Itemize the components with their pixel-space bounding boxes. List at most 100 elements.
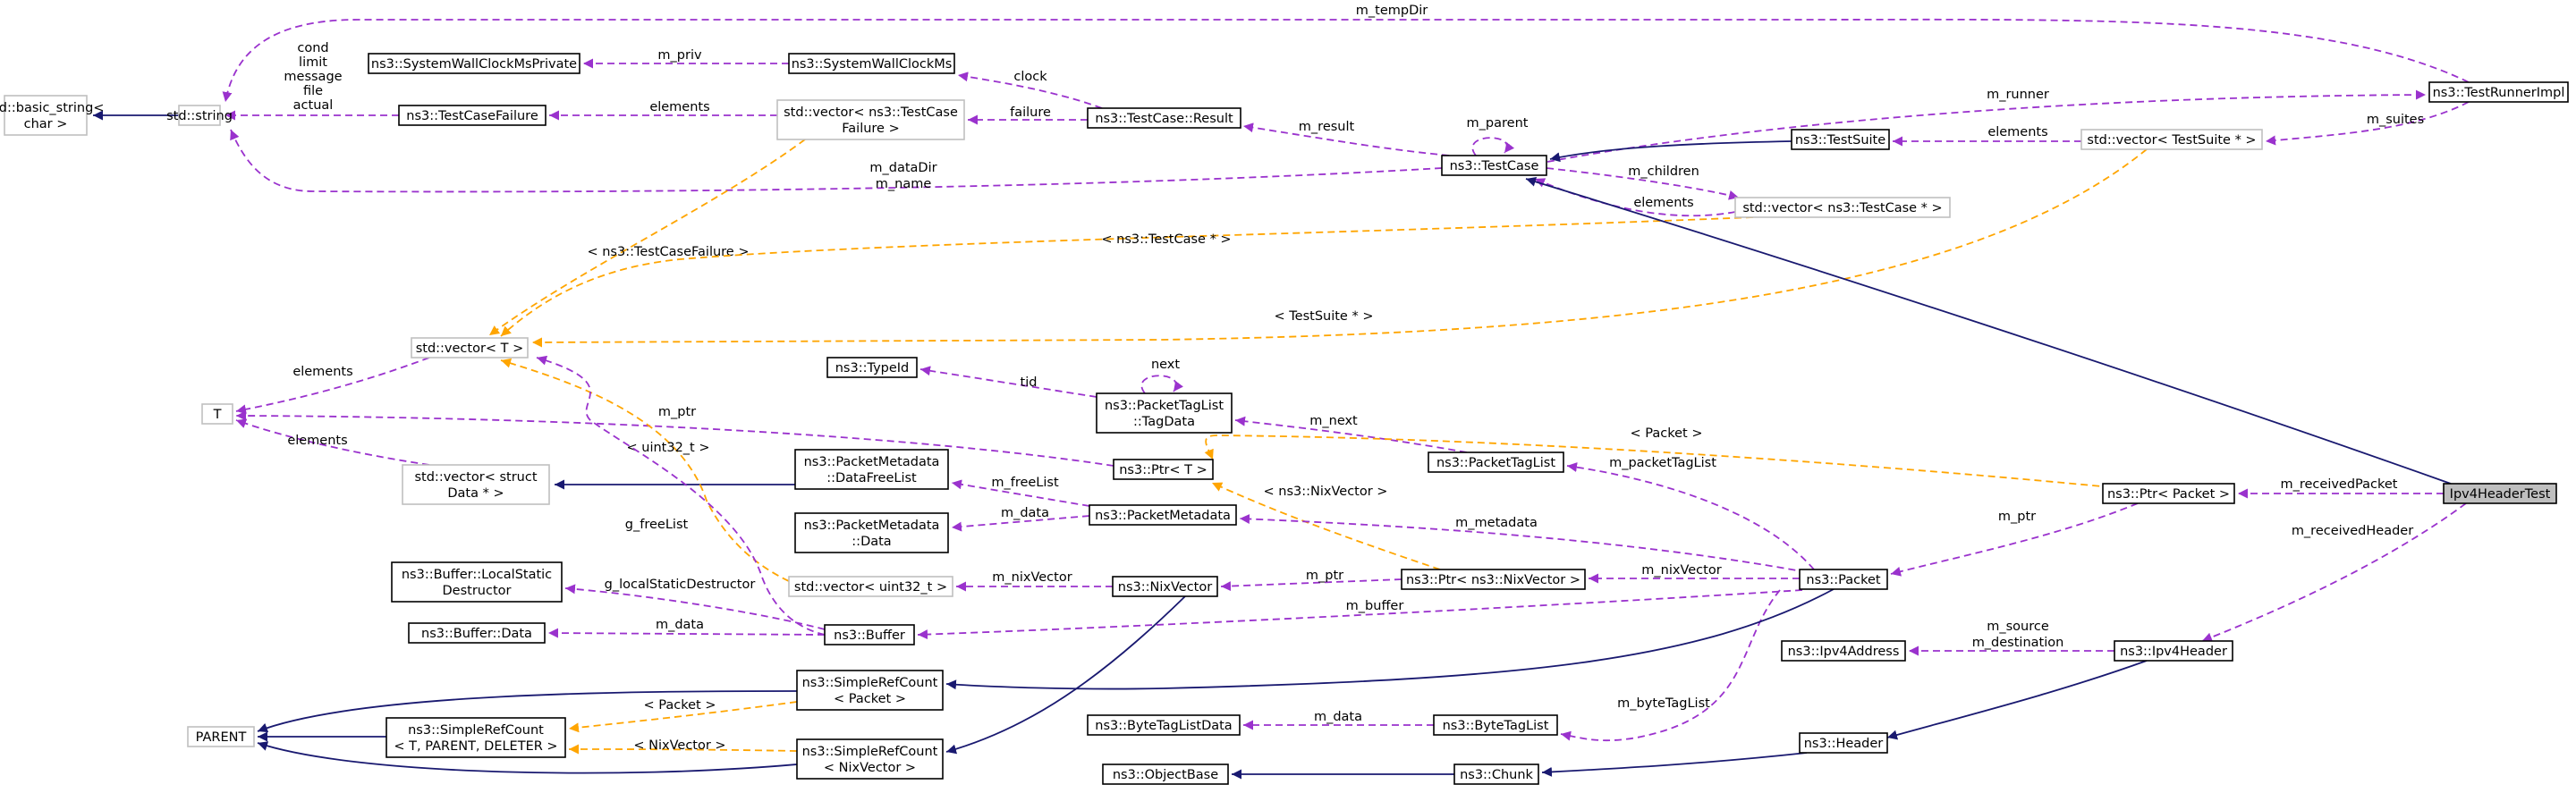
node-parent[interactable]: PARENT <box>187 726 255 747</box>
node-packet[interactable]: ns3::Packet <box>1799 569 1888 590</box>
node-testsuite[interactable]: ns3::TestSuite <box>1791 129 1890 150</box>
node-box <box>1799 569 1888 590</box>
edge-line <box>1204 434 2112 488</box>
node-box <box>201 403 233 425</box>
edge-label: elements <box>649 100 709 114</box>
node-btld[interactable]: ns3::ByteTagListData <box>1087 714 1241 736</box>
node-label: ns3::PacketTagList <box>1436 456 1555 470</box>
node-label: ns3::ByteTagList <box>1443 719 1549 733</box>
node-label: ns3::PacketMetadata <box>804 455 940 469</box>
edge-label: m_freeList <box>991 476 1059 490</box>
node-pm[interactable]: ns3::PacketMetadata <box>1089 504 1237 526</box>
node-label: std::vector< ns3::TestCase * > <box>1742 201 1942 215</box>
node-vec_u32[interactable]: std::vector< uint32_t > <box>788 576 953 597</box>
node-pm_dfl[interactable]: ns3::PacketMetadata::DataFreeList <box>794 449 949 490</box>
node-box <box>776 99 965 140</box>
edge-line <box>1140 375 1183 394</box>
node-ipv4addr[interactable]: ns3::Ipv4Address <box>1781 640 1906 662</box>
node-ptr_packet[interactable]: ns3::Ptr< Packet > <box>2102 483 2235 504</box>
node-label: ns3::SimpleRefCount <box>802 745 938 759</box>
edge-ptr_packet-to-ptr_t: < Packet > <box>1204 426 2112 488</box>
edge-label: actual <box>293 98 334 113</box>
node-pm_data[interactable]: ns3::PacketMetadata::Data <box>794 512 949 553</box>
node-src_t[interactable]: ns3::SimpleRefCount< T, PARENT, DELETER … <box>386 717 566 758</box>
edge-vec_ts-to-vec_t: < TestSuite * > <box>531 148 2148 348</box>
edge-result-to-swc: clock <box>957 70 1103 109</box>
node-tcf[interactable]: ns3::TestCaseFailure <box>398 105 547 126</box>
node-testcase[interactable]: ns3::TestCase <box>1441 155 1547 176</box>
node-src_nix[interactable]: ns3::SimpleRefCount< NixVector > <box>796 738 944 780</box>
node-tagdata[interactable]: ns3::PacketTagList::TagData <box>1096 392 1233 434</box>
node-ptr_nix[interactable]: ns3::Ptr< ns3::NixVector > <box>1401 569 1586 590</box>
edge-label: cond <box>297 41 328 55</box>
edge-label: clock <box>1013 70 1047 84</box>
edge-line <box>1239 513 1808 573</box>
node-result[interactable]: ns3::TestCase::Result <box>1087 107 1241 129</box>
node-buffer[interactable]: ns3::Buffer <box>824 624 915 645</box>
node-btl[interactable]: ns3::ByteTagList <box>1433 714 1558 736</box>
node-vec_tc[interactable]: std::vector< ns3::TestCase * > <box>1734 197 1951 218</box>
node-header[interactable]: ns3::Header <box>1799 732 1888 754</box>
node-ptl[interactable]: ns3::PacketTagList <box>1428 451 1564 473</box>
node-vec_ts[interactable]: std::vector< TestSuite * > <box>2080 129 2263 150</box>
edge-line <box>230 129 1443 193</box>
node-ptr_t[interactable]: ns3::Ptr< T > <box>1113 459 1214 480</box>
node-label: ns3::TestCase::Result <box>1095 112 1233 126</box>
edge-vec_tc-to-testcase: elements <box>1534 178 1736 217</box>
node-label: ::Data <box>852 535 891 549</box>
node-box <box>1102 763 1229 785</box>
node-box <box>796 670 944 711</box>
node-vec_tcf[interactable]: std::vector< ns3::TestCaseFailure > <box>776 99 965 140</box>
node-nixvector[interactable]: ns3::NixVector <box>1112 576 1218 597</box>
edge-label: m_receivedHeader <box>2292 524 2413 538</box>
edge-label: next <box>1151 358 1180 372</box>
node-label: ns3::SystemWallClockMsPrivate <box>371 57 577 72</box>
edge-label: m_tempDir <box>1356 4 1428 18</box>
edge-testsuite-to-testcase <box>1549 140 1792 163</box>
node-t[interactable]: T <box>201 403 233 425</box>
node-box <box>2114 640 2233 662</box>
node-swc[interactable]: ns3::SystemWallClockMs <box>788 53 955 74</box>
node-vec_t[interactable]: std::vector< T > <box>411 337 529 359</box>
node-label: ::TagData <box>1133 415 1195 429</box>
node-label: < T, PARENT, DELETER > <box>394 739 557 754</box>
node-label: ns3::Ipv4Header <box>2120 645 2227 659</box>
node-string[interactable]: std::string <box>166 105 233 126</box>
node-label: std::vector< ns3::TestCase <box>784 105 958 120</box>
node-box <box>1441 155 1547 176</box>
node-ipv4hdr[interactable]: ns3::Ipv4Header <box>2114 640 2233 662</box>
node-label: ns3::PacketMetadata <box>804 519 940 533</box>
node-swcp[interactable]: ns3::SystemWallClockMsPrivate <box>368 53 580 74</box>
edge-label: < uint32_t > <box>627 441 710 455</box>
node-chunk[interactable]: ns3::Chunk <box>1453 763 1539 785</box>
edge-nixvector-to-vec_u32: m_nixVector <box>956 570 1113 592</box>
edge-label: m_destination <box>1972 636 2064 650</box>
node-src_packet[interactable]: ns3::SimpleRefCount< Packet > <box>796 670 944 711</box>
node-typeid[interactable]: ns3::TypeId <box>826 357 918 378</box>
edge-src_nix-to-parent <box>257 741 798 774</box>
edge-testcase-to-runner: m_runner <box>1546 88 2427 163</box>
edge-label: m_ptr <box>1306 569 1343 583</box>
edge-vec_u32-to-vec_t: < uint32_t > <box>500 358 790 582</box>
edge-label: elements <box>1987 125 2047 139</box>
edge-label: file <box>303 84 323 98</box>
edge-line <box>568 701 798 733</box>
edge-label: m_dataDir <box>869 161 936 175</box>
node-objbase[interactable]: ns3::ObjectBase <box>1102 763 1229 785</box>
edge-label: < NixVector > <box>633 738 725 753</box>
edge-label: < Packet > <box>1631 426 1703 441</box>
edge-line <box>1886 660 2148 740</box>
node-box <box>2080 129 2263 150</box>
edge-label: m_metadata <box>1455 516 1538 530</box>
node-runner[interactable]: ns3::TestRunnerImpl <box>2428 81 2569 103</box>
node-label: ns3::PacketTagList <box>1105 399 1224 413</box>
edge-label: < ns3::TestCaseFailure > <box>587 245 749 259</box>
node-basic_string[interactable]: std::basic_string<char > <box>0 95 104 136</box>
edge-label: m_receivedPacket <box>2280 477 2397 492</box>
node-bufdata[interactable]: ns3::Buffer::Data <box>408 622 546 644</box>
edge-line <box>568 744 798 755</box>
